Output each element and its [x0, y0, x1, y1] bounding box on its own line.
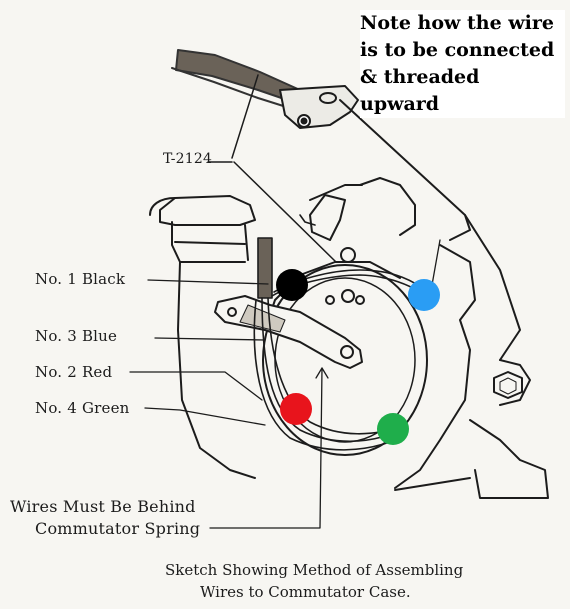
case-outline	[309, 99, 549, 499]
behind-spring-line-2: Commutator Spring	[35, 519, 201, 538]
green-wire-marker	[377, 413, 409, 445]
left-housing	[149, 195, 256, 479]
red-wire-marker	[280, 393, 312, 425]
caption-line-1: Sketch Showing Method of Assembling	[165, 561, 464, 579]
note-line-1: Note how the wire	[360, 12, 554, 34]
commutator-ring	[262, 194, 428, 456]
caption-line-2: Wires to Commutator Case.	[200, 583, 411, 601]
note-box: Note how the wire is to be connected & t…	[360, 10, 565, 118]
part-number-label: T-2124	[163, 151, 213, 167]
wire-2-label: No. 2 Red	[35, 363, 113, 381]
wire-1-label: No. 1 Black	[35, 270, 126, 288]
part-leader-lines	[207, 74, 337, 263]
wire-4-label: No. 4 Green	[35, 399, 130, 417]
label-leader-lines	[129, 239, 441, 529]
blue-wire-marker	[408, 279, 440, 311]
black-wire-marker	[276, 269, 308, 301]
wire-3-label: No. 3 Blue	[35, 327, 118, 345]
note-line-2: is to be connected	[360, 39, 555, 61]
behind-spring-line-1: Wires Must Be Behind	[10, 497, 196, 516]
wire-terminal-clip	[171, 49, 359, 129]
note-line-4: upward	[360, 93, 440, 115]
note-line-3: & threaded	[360, 66, 480, 88]
